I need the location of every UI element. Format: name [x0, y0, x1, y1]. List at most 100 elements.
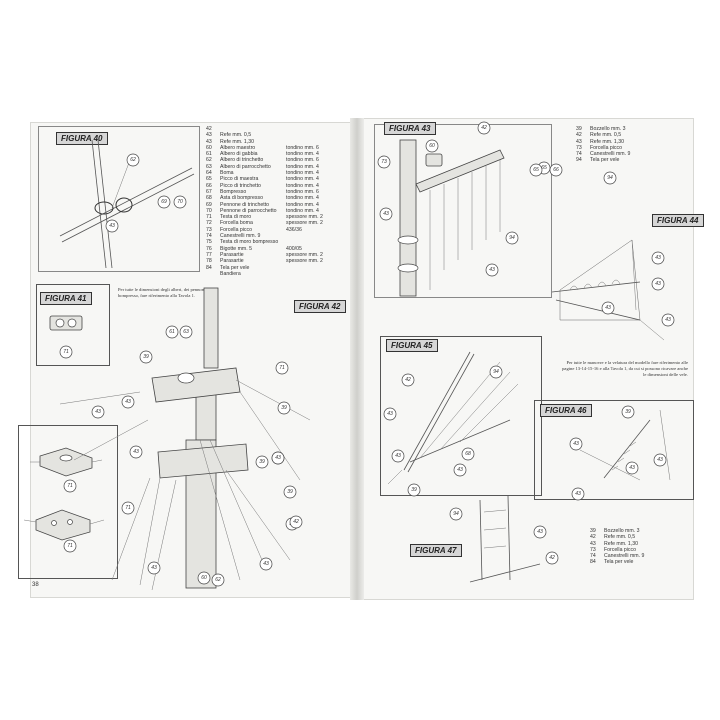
parts-cell-d: Albero di gabbia — [220, 151, 258, 158]
callout-number: 43 — [489, 267, 495, 273]
callout-circle — [401, 373, 415, 387]
parts-cell-n: 63 — [206, 163, 212, 170]
parts-cell-n: 39 — [576, 126, 582, 132]
callout-number: 43 — [395, 453, 401, 459]
parts-cell-s: spessore mm. 2 — [286, 220, 323, 227]
parts-cell-n: 73 — [576, 144, 582, 151]
callout-circle — [121, 501, 135, 515]
parts-cell-s: tondino mm. 6 — [286, 188, 319, 195]
parts-cell-s: 400/05 — [286, 245, 302, 252]
callout-circle — [121, 395, 135, 409]
binding-gutter — [350, 118, 364, 600]
callout-f42-60: 60 — [197, 571, 211, 585]
callout-number: 73 — [381, 159, 387, 165]
callout-number: 42 — [405, 377, 411, 383]
figure-46-label: FIGURA 46 — [540, 404, 592, 417]
parts-cell-s: tondino mm. 4 — [286, 176, 319, 183]
callout-f45-39: 39 — [407, 483, 421, 497]
callout-number: 71 — [63, 349, 69, 355]
parts-cell-d: Tela per vele — [220, 264, 250, 271]
parts-cell-d: Forcella picco — [220, 226, 253, 233]
parts-cell-d: Asta di bompresso — [220, 195, 263, 202]
parts-cell-s: spessore mm. 2 — [286, 214, 323, 221]
parts-cell-d: Parasartie — [220, 258, 244, 265]
figure-41b-drawing — [23, 447, 105, 541]
parts-cell-d: Bompresso — [220, 188, 247, 195]
callout-number: 63 — [183, 329, 189, 335]
callout-circle — [259, 557, 273, 571]
callout-f42-63: 63 — [179, 325, 193, 339]
parts-row: 42 — [206, 126, 326, 132]
parts-cell-n: 73 — [590, 546, 596, 553]
callout-f44-43: 43 — [651, 277, 665, 291]
callout-circle — [477, 121, 491, 135]
parts-cell-d: Canestrelli mm. 9 — [604, 553, 645, 560]
callout-circle — [157, 195, 171, 209]
callout-f46-43: 43 — [569, 437, 583, 451]
parts-cell-d: Pennone di trinchetto — [220, 201, 270, 208]
callout-number: 43 — [655, 281, 661, 287]
parts-cell-n: 67 — [206, 188, 212, 195]
figure-41-frame — [36, 284, 110, 366]
parts-cell-n: 66 — [206, 182, 212, 189]
callout-circle — [211, 573, 225, 587]
callout-circle — [603, 171, 617, 185]
callout-f45-42: 42 — [401, 373, 415, 387]
callout-f40-69: 69 — [157, 195, 171, 209]
callout-circle — [289, 515, 303, 529]
callout-circle — [651, 277, 665, 291]
parts-cell-n: 42 — [590, 534, 596, 541]
parts-cell-n: 61 — [206, 151, 212, 158]
parts-cell-n: 84 — [206, 264, 212, 271]
dimensions-note: Per tutte le dimensioni degli alberi, de… — [118, 287, 214, 298]
callout-number: 43 — [133, 449, 139, 455]
parts-cell-n: 43 — [206, 132, 212, 139]
callout-f41-71: 71 — [59, 345, 73, 359]
callout-f43-43: 43 — [485, 263, 499, 277]
callout-circle — [179, 325, 193, 339]
callout-circle — [505, 231, 519, 245]
callout-number: 94 — [493, 369, 499, 375]
figure-46-drawing — [579, 409, 671, 481]
figure-44-label: FIGURA 44 — [652, 214, 704, 227]
parts-cell-n: 75 — [206, 239, 212, 246]
parts-cell-n: 76 — [206, 245, 212, 252]
parts-cell-d: Testa di moro — [220, 214, 252, 221]
figure-45-drawing — [387, 351, 519, 485]
parts-cell-s: 436/36 — [286, 226, 302, 233]
callout-f42-39: 39 — [283, 485, 297, 499]
figure-41-label: FIGURA 41 — [40, 292, 92, 305]
parts-cell-n: 74 — [590, 553, 596, 560]
callout-f42-42: 42 — [289, 515, 303, 529]
callout-f47-42: 42 — [545, 551, 559, 565]
callout-f47-43: 43 — [533, 525, 547, 539]
callout-circle — [91, 405, 105, 419]
callout-number: 94 — [453, 511, 459, 517]
parts-row: 84 Tela per vele — [206, 265, 326, 271]
callout-f46-43: 43 — [571, 487, 585, 501]
parts-cell-d: Canestrelli mm. 9 — [590, 151, 631, 158]
callout-f44-94: 94 — [603, 171, 617, 185]
callout-circle — [63, 539, 77, 553]
callout-number: 43 — [151, 565, 157, 571]
callout-number: 42 — [481, 125, 487, 131]
callout-f40-62: 62 — [126, 153, 140, 167]
parts-cell-s: tondino mm. 6 — [286, 157, 319, 164]
parts-cell-n: 69 — [206, 201, 212, 208]
figure-43-drawing — [397, 139, 505, 297]
callout-number: 65 — [541, 165, 547, 171]
